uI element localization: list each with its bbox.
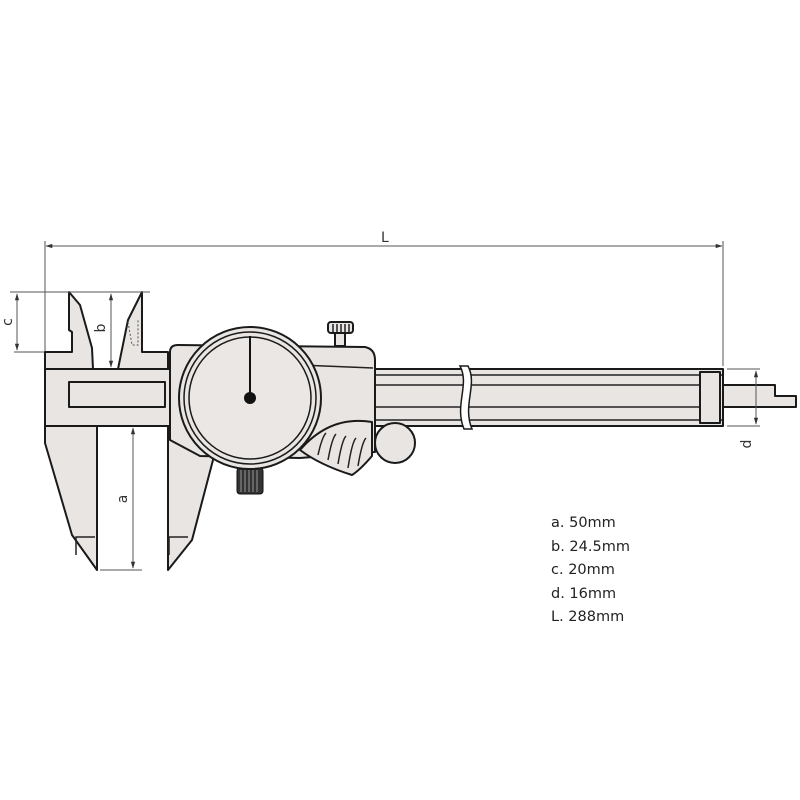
legend-b: b. 24.5mm: [551, 538, 630, 555]
main-beam: [44, 365, 724, 430]
depth-rod: [721, 384, 797, 408]
fixed-upper-jaw: [44, 291, 94, 370]
label-b: b: [93, 323, 109, 332]
dimension-b: b: [93, 293, 114, 368]
label-L: L: [381, 230, 389, 246]
legend-L: L. 288mm: [551, 609, 625, 625]
thumb-grip[interactable]: [299, 419, 373, 476]
dial: [178, 326, 322, 470]
beam-groove: [68, 381, 166, 408]
legend-a: a. 50mm: [551, 515, 616, 531]
dimension-c: c: [0, 291, 150, 353]
clamp-screw[interactable]: [327, 321, 354, 347]
legend-c: c. 20mm: [551, 562, 615, 578]
dimension-d: d: [727, 368, 760, 449]
dial-hub: [244, 392, 256, 404]
thumb-roller[interactable]: [374, 422, 416, 464]
label-d: d: [739, 440, 755, 449]
beam-break: [458, 365, 474, 430]
label-c: c: [0, 318, 16, 326]
legend-d: d. 16mm: [551, 585, 617, 602]
dimension-L: L: [44, 230, 724, 366]
moving-upper-jaw: [117, 291, 169, 370]
dimension-a: a: [100, 427, 142, 571]
label-a: a: [115, 495, 131, 504]
fixed-lower-jaw: [44, 425, 98, 571]
beam-end-cap: [699, 371, 721, 424]
dimension-legend: a. 50mm b. 24.5mm c. 20mm d. 16mm L. 288…: [551, 512, 630, 630]
bezel-lock-knob[interactable]: [236, 467, 264, 495]
